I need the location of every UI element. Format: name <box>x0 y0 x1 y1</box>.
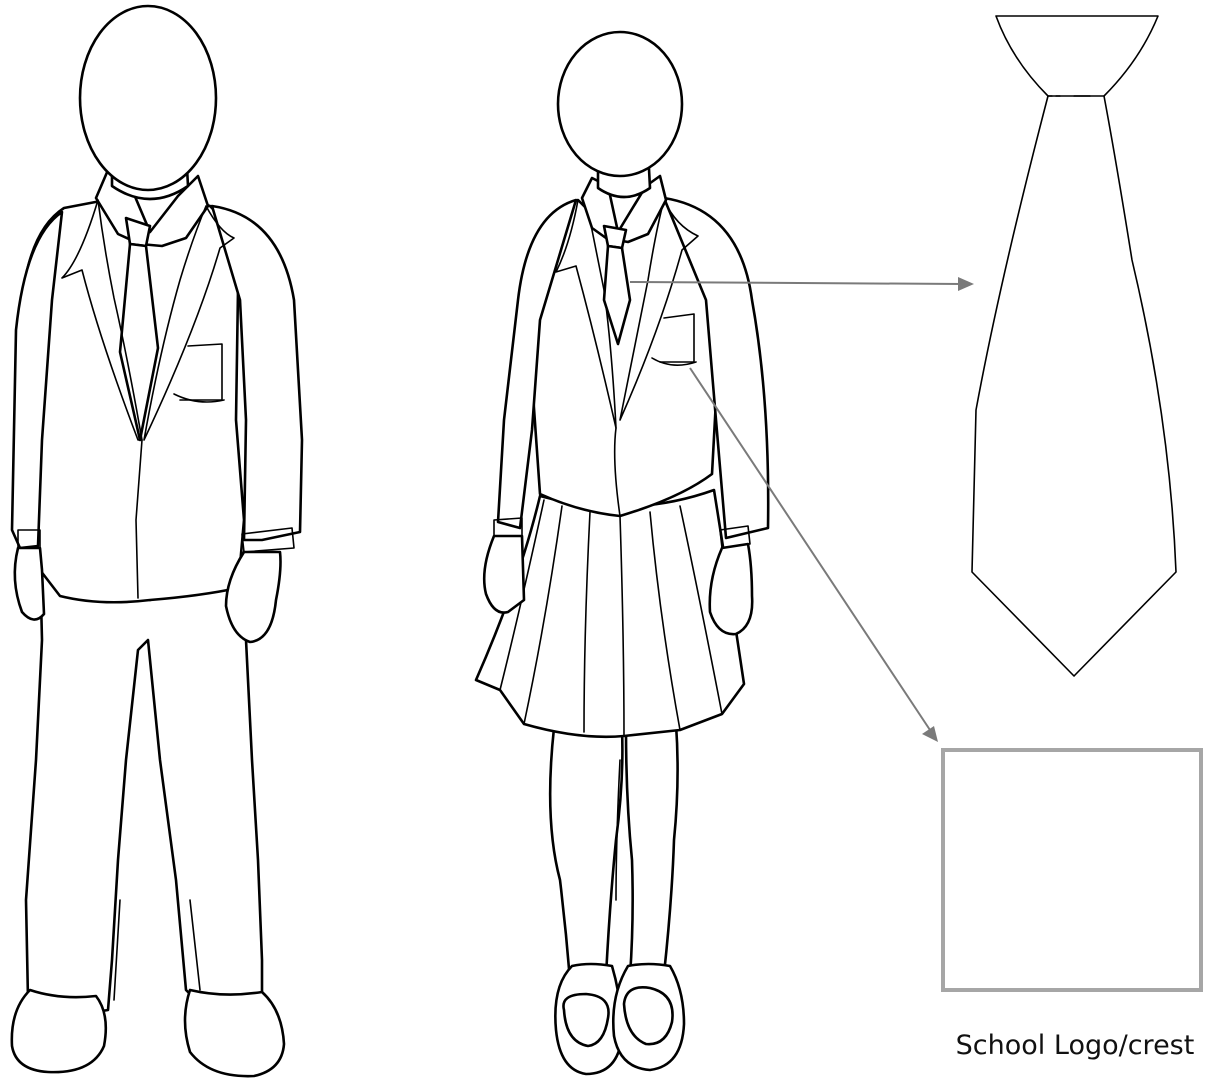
boy-shoes <box>12 990 284 1076</box>
boy-head <box>80 6 216 199</box>
girl-head <box>558 32 682 197</box>
tie-illustration <box>972 16 1176 676</box>
boy-figure <box>12 6 302 1076</box>
boy-jacket <box>12 196 302 642</box>
logo-caption: School Logo/crest <box>930 1030 1220 1061</box>
boy-trousers <box>26 560 262 1018</box>
girl-legs <box>550 724 677 980</box>
girl-shoes <box>555 964 684 1074</box>
school-logo-placeholder <box>941 748 1203 992</box>
girl-figure <box>476 32 768 1074</box>
